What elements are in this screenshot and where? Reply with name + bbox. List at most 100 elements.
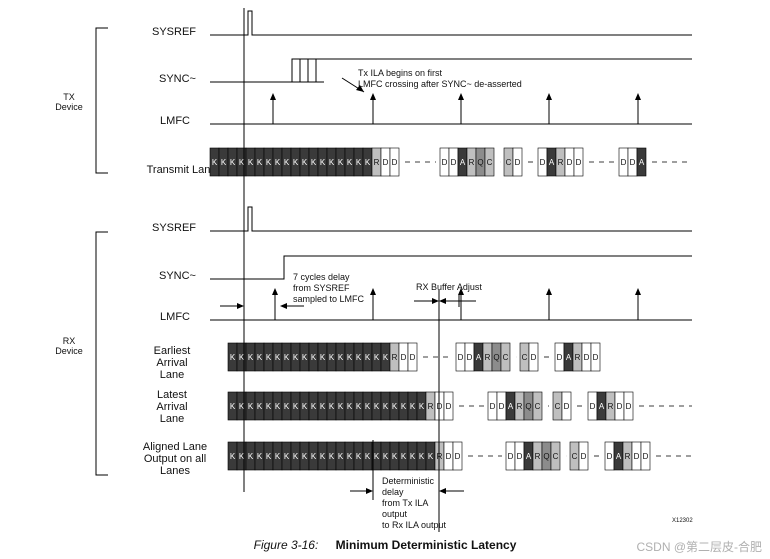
lmfc-arrowhead [635, 93, 641, 100]
earliest-lane-cell-label: K [266, 353, 272, 362]
earliest-lane-cell-label: D [531, 353, 537, 362]
latest-lane-cell-label: K [257, 402, 263, 411]
lmfc-arrowhead [370, 288, 376, 295]
latest-lane-cell [532, 391, 543, 421]
aligned-lane-cell-label: D [634, 452, 640, 461]
earliest-lane-cell-label: D [458, 353, 464, 362]
aligned-lane-cell-label: K [248, 452, 254, 461]
aligned-lane-cell-label: K [275, 452, 281, 461]
tx-bracket [95, 27, 108, 174]
aligned-lane-cell-label: D [446, 452, 452, 461]
earliest-lane-cell-label: A [566, 353, 572, 362]
aligned-lane-cell-label: A [526, 452, 532, 461]
latest-lane-cell-label: K [320, 402, 326, 411]
transmit-lane-cell [389, 147, 400, 177]
latest-lane-cell [443, 391, 454, 421]
latest-lane-cell-label: C [535, 402, 541, 411]
aligned-lane-cell-label: K [428, 452, 434, 461]
latest-lane-cell-label: K [356, 402, 362, 411]
earliest-lane-cell [590, 342, 601, 372]
earliest-lane-cell-label: A [476, 353, 482, 362]
aligned-lane-cell-label: C [553, 452, 559, 461]
latest-lane-cell-label: K [248, 402, 254, 411]
transmit-lane-cell-label: C [506, 158, 512, 167]
lmfc-arrowhead [458, 288, 464, 295]
latest-lane-cell-label: K [347, 402, 353, 411]
deterministic-note-2: delay [382, 487, 404, 497]
earliest-label-2: Arrival [156, 357, 187, 369]
earliest-lane-cell-label: K [356, 353, 362, 362]
latest-lane-cell-label: D [617, 402, 623, 411]
latest-lane-cell-label: A [508, 402, 514, 411]
transmit-lane-cell [512, 147, 523, 177]
latest-lane-cell-label: K [419, 402, 425, 411]
aligned-lane-cell-label: K [401, 452, 407, 461]
latest-lane-cell-label: R [428, 402, 434, 411]
tx-group-label-2: Device [55, 102, 83, 112]
latest-lane-cell-label: K [230, 402, 236, 411]
earliest-lane-cell-label: K [374, 353, 380, 362]
transmit-lane-cell-label: K [284, 158, 290, 167]
transmit-lane-cell-label: D [567, 158, 573, 167]
transmit-lane-cell-label: D [540, 158, 546, 167]
delay-arrows [220, 303, 304, 309]
figure-title: Minimum Deterministic Latency [335, 538, 517, 552]
earliest-lane-cell-label: K [257, 353, 263, 362]
aligned-lane-cell [550, 441, 561, 471]
earliest-lane-cell-label: K [230, 353, 236, 362]
earliest-lane-cell-label: K [239, 353, 245, 362]
transmit-lane-cell-label: D [576, 158, 582, 167]
latest-lane-cell-label: K [311, 402, 317, 411]
latest-lane-cell-label: D [590, 402, 596, 411]
latest-lane-cell-label: D [626, 402, 632, 411]
aligned-lane-cell-label: K [320, 452, 326, 461]
aligned-lane-cell [452, 441, 463, 471]
deterministic-note-1: Deterministic [382, 476, 435, 486]
latest-lane-cell-label: D [499, 402, 505, 411]
deterministic-delay-arrows [350, 488, 464, 494]
transmit-lane-cell-label: C [487, 158, 493, 167]
latest-lane-cell-label: A [599, 402, 605, 411]
earliest-lane-cell-label: D [557, 353, 563, 362]
lmfc-arrowhead [270, 93, 276, 100]
aligned-lane-cell-label: K [284, 452, 290, 461]
aligned-lane-cell-label: K [383, 452, 389, 461]
lmfc-arrowhead [546, 93, 552, 100]
earliest-lane-cell [407, 342, 418, 372]
earliest-lane-cell-label: R [392, 353, 398, 362]
lmfc-arrowhead [546, 288, 552, 295]
transmit-lane-cell-label: K [347, 158, 353, 167]
transmit-lane-cell-label: K [293, 158, 299, 167]
latest-lane-cell-label: C [555, 402, 561, 411]
latest-lane-cell-label: D [446, 402, 452, 411]
tx-lmfc-arrows [270, 93, 641, 124]
lmfc-arrowhead [635, 288, 641, 295]
aligned-lane-cell-label: K [329, 452, 335, 461]
earliest-label-1: Earliest [154, 345, 191, 357]
aligned-lane-cell-label: K [230, 452, 236, 461]
deterministic-note-3: from Tx ILA [382, 498, 428, 508]
transmit-lane-cell-label: K [257, 158, 263, 167]
deterministic-note-4: output [382, 509, 408, 519]
latest-lane-cell-label: K [392, 402, 398, 411]
aligned-lane-cell-label: K [356, 452, 362, 461]
aligned-lane-cell-label: K [392, 452, 398, 461]
tx-lanes-label: Transmit Lanes [147, 164, 223, 176]
aligned-lane-cell-label: K [293, 452, 299, 461]
aligned-lane-cell-label: K [266, 452, 272, 461]
transmit-lane-cell-label: Q [477, 158, 483, 167]
latest-lane-cell [561, 391, 572, 421]
earliest-lane-cell-label: K [248, 353, 254, 362]
transmit-lane-cell-label: K [356, 158, 362, 167]
latest-lane-cell-label: K [293, 402, 299, 411]
transmit-lane-cell-label: D [630, 158, 636, 167]
rx-buffer-note: RX Buffer Adjust [416, 282, 482, 292]
lmfc-arrowhead [272, 288, 278, 295]
transmit-lane-cell-label: K [365, 158, 371, 167]
transmit-lane-cell-label: D [392, 158, 398, 167]
rx-lmfc-arrows [272, 288, 641, 320]
latest-lane-cell-label: D [564, 402, 570, 411]
transmit-lane-cell [484, 147, 495, 177]
latest-lane-cell-label: D [437, 402, 443, 411]
